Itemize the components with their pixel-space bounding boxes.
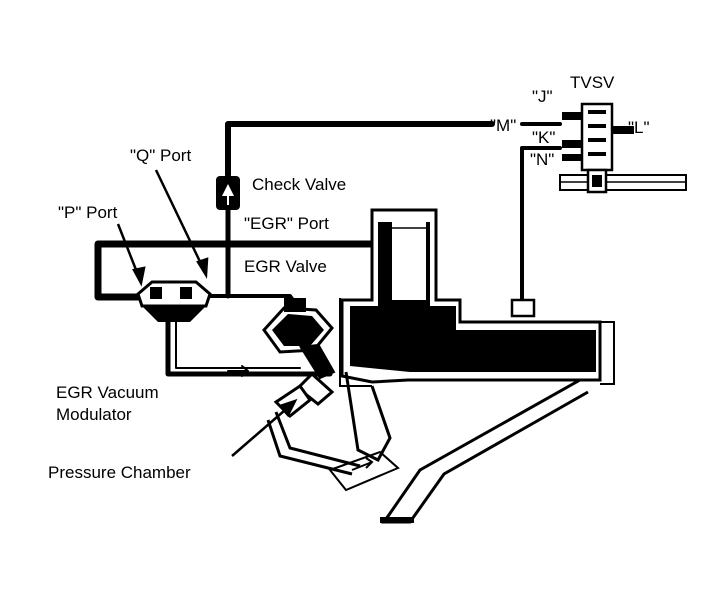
hose-modulator-to-valve bbox=[165, 317, 333, 377]
label-port-k: "K" bbox=[532, 128, 555, 147]
label-egr-vacuum-modulator-line2: Modulator bbox=[56, 405, 132, 424]
hose-egr-port-loop bbox=[94, 240, 376, 301]
label-p-port: "P" Port bbox=[58, 203, 118, 222]
check-valve bbox=[216, 176, 240, 210]
arrow-pressure-chamber bbox=[231, 403, 293, 457]
tvsv-valve bbox=[559, 102, 687, 194]
hose-check-valve-to-m-port bbox=[225, 121, 495, 178]
label-port-n: "N" bbox=[530, 150, 554, 169]
egr-vacuum-modulator bbox=[136, 280, 212, 322]
arrow-q-port bbox=[154, 169, 206, 271]
label-egr-valve: EGR Valve bbox=[244, 257, 327, 276]
label-q-port: "Q" Port bbox=[130, 146, 191, 165]
pointer-arrows bbox=[116, 169, 298, 457]
label-port-j: "J" bbox=[532, 87, 553, 106]
hose-n-port-to-intake bbox=[520, 146, 562, 302]
label-egr-port: "EGR" Port bbox=[244, 214, 329, 233]
hose-flow-arrow bbox=[227, 365, 249, 377]
label-egr-vacuum-modulator-line1: EGR Vacuum bbox=[56, 383, 159, 402]
label-tvsv: TVSV bbox=[570, 73, 615, 92]
exhaust-pipe bbox=[266, 371, 589, 524]
intake-manifold bbox=[339, 208, 615, 387]
label-pressure-chamber: Pressure Chamber bbox=[48, 463, 191, 482]
egr-valve bbox=[262, 298, 336, 419]
label-port-m: "M" bbox=[490, 116, 516, 135]
vacuum-hoses bbox=[94, 121, 562, 377]
label-port-l: "L" bbox=[628, 118, 650, 137]
hose-modulator-inner bbox=[175, 319, 301, 369]
label-check-valve: Check Valve bbox=[252, 175, 346, 194]
